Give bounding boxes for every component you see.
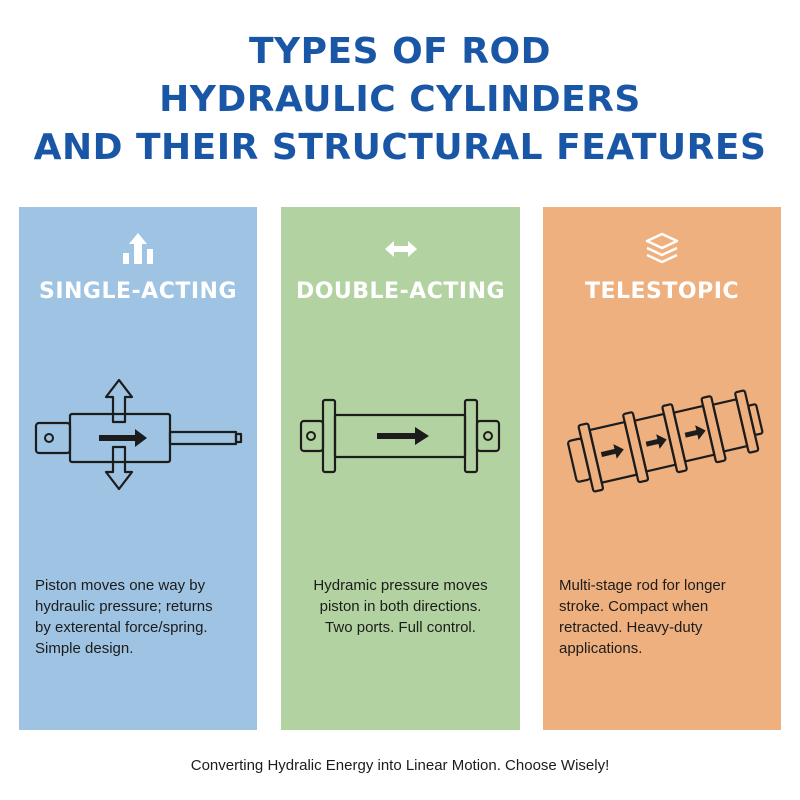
double-acting-description: Hydramic pressure moves piston in both d… — [291, 575, 510, 638]
telescopic-cylinder-diagram — [543, 367, 781, 507]
single-acting-title: SINGLE-ACTING — [38, 279, 237, 304]
double-acting-panel: DOUBLE-ACTING Hydramic pressure moves pi… — [281, 207, 520, 730]
title-line-3: AND THEIR STRUCTURAL FEATURES — [33, 127, 767, 168]
double-acting-title: DOUBLE-ACTING — [295, 279, 506, 304]
desc-line: Simple design. — [35, 640, 134, 657]
single-acting-cylinder-diagram — [19, 367, 257, 507]
layers-icon — [543, 231, 781, 267]
desc-line: by exterental force/spring. — [35, 619, 208, 636]
footer-tagline: Converting Hydralic Energy into Linear M… — [190, 757, 610, 774]
telescopic-panel: TELESTOPIC — [543, 207, 781, 730]
upload-arrow-icon — [19, 231, 257, 267]
desc-line: Two ports. Full control. — [325, 619, 476, 636]
desc-line: applications. — [559, 640, 643, 657]
double-arrow-icon — [281, 231, 520, 267]
title-line-1: TYPES OF ROD — [249, 31, 551, 72]
telescopic-title: TELESTOPIC — [584, 279, 740, 304]
double-acting-cylinder-diagram — [281, 367, 520, 507]
desc-line: stroke. Compact when — [559, 598, 709, 615]
single-acting-panel: SINGLE-ACTING Piston moves one way by hy… — [19, 207, 257, 730]
page-title: TYPES OF ROD HYDRAULIC CYLINDERS AND THE… — [0, 28, 800, 172]
desc-line: hydraulic pressure; returns — [35, 598, 213, 615]
desc-line: retracted. Heavy-duty — [559, 619, 703, 636]
desc-line: piston in both directions. — [319, 598, 482, 615]
desc-line: Hydramic pressure moves — [313, 577, 488, 594]
title-line-2: HYDRAULIC CYLINDERS — [159, 79, 641, 120]
single-acting-description: Piston moves one way by hydraulic pressu… — [35, 575, 247, 659]
desc-line: Piston moves one way by — [35, 577, 206, 594]
telescopic-description: Multi-stage rod for longer stroke. Compa… — [559, 575, 771, 659]
desc-line: Multi-stage rod for longer — [559, 577, 726, 594]
